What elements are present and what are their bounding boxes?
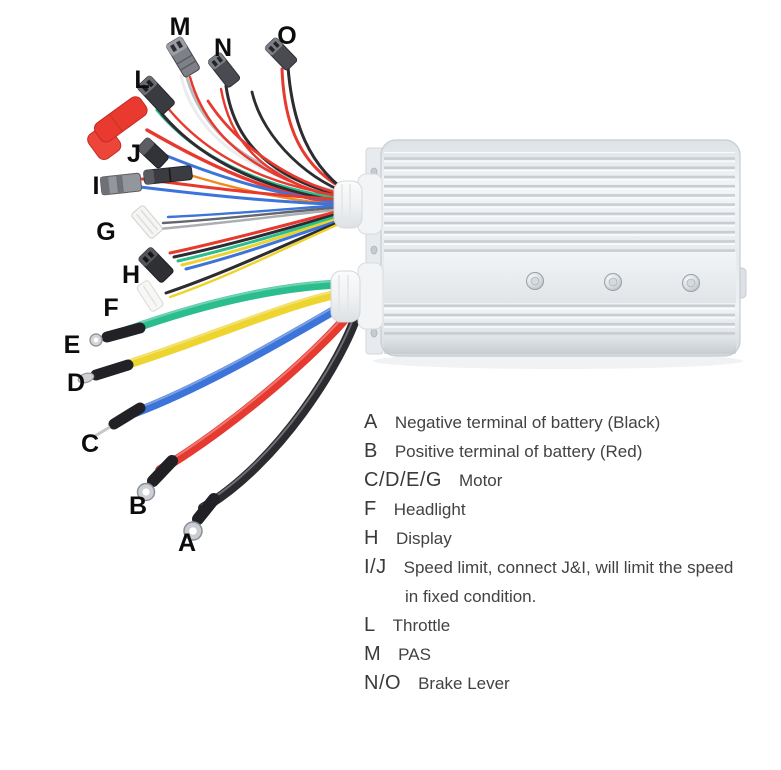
- wire-m-white: [179, 74, 358, 201]
- heatsink-fins-bottom: [384, 303, 735, 335]
- legend-key-no: N/O: [364, 672, 402, 694]
- legend-row-m: M PAS: [364, 643, 774, 665]
- heatsink-fins-top: [384, 152, 735, 252]
- legend-key-b: B: [364, 440, 378, 462]
- legend-row-b: B Positive terminal of battery (Red): [364, 440, 774, 462]
- legend-text-ij: Speed limit, connect J&I, will limit the…: [403, 558, 734, 577]
- wire-label-e: E: [64, 331, 81, 359]
- screw-1: [526, 272, 544, 290]
- wire-label-g: G: [96, 218, 115, 246]
- controller-box: [365, 139, 747, 369]
- terminal-a: [183, 493, 220, 541]
- wire-label-c: C: [81, 430, 99, 458]
- wire-label-o: O: [277, 22, 296, 50]
- screw-3: [682, 274, 700, 292]
- legend-text-ij-line2: in fixed condition.: [405, 587, 537, 606]
- legend-key-cdeg: C/D/E/G: [364, 469, 442, 491]
- wire-label-h: H: [122, 261, 140, 289]
- legend-row-h: H Display: [364, 527, 774, 549]
- legend-row-f: F Headlight: [364, 498, 774, 520]
- legend-text-a: Negative terminal of battery (Black): [394, 413, 661, 432]
- connector-f: [136, 280, 164, 312]
- wire-label-f: F: [103, 294, 118, 322]
- wire-label-n: N: [214, 34, 232, 62]
- legend-text-h: Display: [395, 529, 452, 548]
- legend-text-f: Headlight: [393, 500, 466, 519]
- legend-key-h: H: [364, 527, 379, 549]
- legend-row-cdeg: C/D/E/G Motor: [364, 469, 774, 491]
- wire-label-i: I: [93, 172, 100, 200]
- wire-label-l: L: [134, 66, 149, 94]
- connector-h: [138, 247, 174, 283]
- legend-text-m: PAS: [398, 645, 431, 664]
- connector-n: [207, 52, 241, 88]
- legend-row-ij: I/J Speed limit, connect J&I, will limit…: [364, 556, 774, 578]
- terminal-c: [94, 402, 146, 438]
- legend-row-no: N/O Brake Lever: [364, 672, 774, 694]
- legend-text-cdeg: Motor: [458, 471, 503, 490]
- legend-text-b: Positive terminal of battery (Red): [394, 442, 643, 461]
- terminal-d: [77, 359, 134, 384]
- terminal-e: [89, 322, 146, 347]
- wire-a-black: [198, 306, 363, 513]
- legend-key-a: A: [364, 411, 378, 433]
- legend-key-m: M: [364, 643, 382, 665]
- legend-key-ij: I/J: [364, 556, 387, 578]
- connector-pair-ij: [143, 165, 193, 185]
- controller-shadow: [373, 353, 743, 369]
- legend-row-a: A Negative terminal of battery (Black): [364, 411, 774, 433]
- thick-wires: [108, 279, 363, 513]
- cable-gland-upper: [333, 173, 383, 235]
- connector-j: [137, 137, 169, 169]
- wire-l-red: [165, 105, 358, 200]
- wire-i-blue: [138, 185, 358, 207]
- connector-m: [166, 36, 200, 78]
- legend-text-l: Throttle: [392, 616, 451, 635]
- flange-hole-2: [370, 245, 378, 255]
- wire-label-j: J: [127, 140, 141, 168]
- wire-j-blue: [165, 154, 358, 205]
- legend-key-l: L: [364, 614, 376, 636]
- wire-letter-labels: M N O L J I G H F E D C B A: [64, 13, 297, 557]
- wire-label-d: D: [67, 369, 85, 397]
- wire-label-b: B: [129, 492, 147, 520]
- connector-g: [131, 205, 163, 239]
- screw-2: [604, 273, 622, 291]
- connector-o: [264, 37, 298, 71]
- legend-key-f: F: [364, 498, 377, 520]
- legend: A Negative terminal of battery (Black) B…: [364, 411, 774, 703]
- connector-l: [137, 75, 175, 115]
- legend-row-l: L Throttle: [364, 614, 774, 636]
- wire-label-a: A: [178, 529, 196, 557]
- legend-text-no: Brake Lever: [418, 674, 510, 693]
- smooth-band: [384, 252, 736, 303]
- flange-hole-3: [370, 328, 378, 338]
- wire-label-m: M: [170, 13, 191, 41]
- cable-gland-lower: [330, 262, 384, 330]
- bottom-shading: [384, 338, 736, 354]
- terminal-b: [136, 455, 178, 502]
- connector-spade-red: [87, 96, 148, 161]
- connector-i: [99, 172, 143, 196]
